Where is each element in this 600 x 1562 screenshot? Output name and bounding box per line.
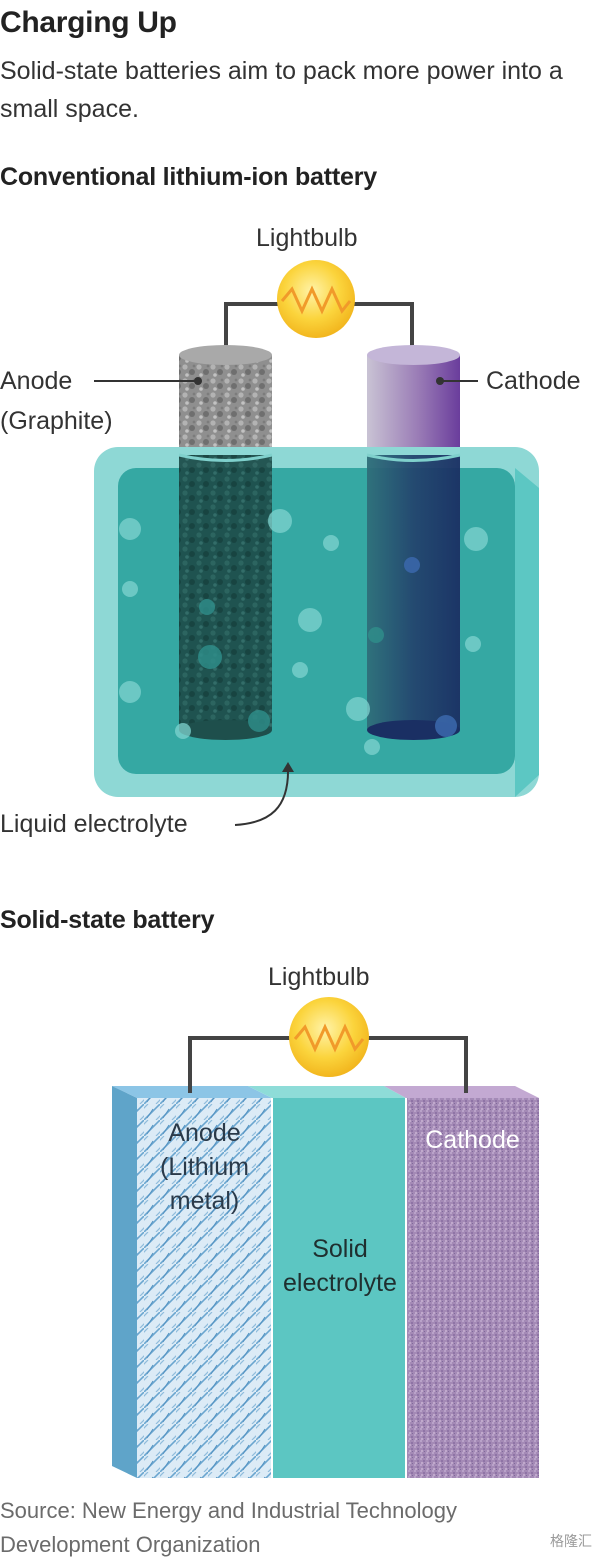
solid-electrolyte-label: Solid electrolyte bbox=[262, 1232, 418, 1300]
source-note: Source: New Energy and Industrial Techno… bbox=[0, 1498, 457, 1557]
bubbles bbox=[119, 509, 488, 755]
liquid-electrolyte-label: Liquid electrolyte bbox=[0, 810, 188, 838]
anode-graphite-rod bbox=[179, 345, 272, 455]
battery-side-face bbox=[112, 1086, 137, 1478]
cathode-layer bbox=[406, 1098, 539, 1478]
anode-label-line: metal) bbox=[169, 1187, 240, 1215]
solid-electrolyte-layer bbox=[272, 1098, 406, 1478]
lightbulb-label: Lightbulb bbox=[256, 224, 358, 252]
lightbulb-icon bbox=[277, 260, 355, 338]
page-subtitle: Solid-state batteries aim to pack more p… bbox=[0, 57, 563, 123]
conventional-heading: Conventional lithium-ion battery bbox=[0, 163, 377, 191]
lightbulb-icon bbox=[289, 997, 369, 1077]
cathode-rod bbox=[367, 345, 460, 455]
anode-label: Anode bbox=[0, 367, 73, 395]
solid-state-heading: Solid-state battery bbox=[0, 906, 215, 934]
lightbulb-label: Lightbulb bbox=[268, 963, 370, 991]
anode-label-line: (Lithium bbox=[160, 1153, 249, 1181]
solid-electrolyte-label-line: Solid bbox=[312, 1235, 368, 1263]
page-title: Charging Up bbox=[0, 6, 177, 39]
electrolyte-leader-line bbox=[234, 767, 290, 826]
anode-lithium-layer bbox=[137, 1098, 272, 1478]
anode-label-line: Anode bbox=[168, 1119, 241, 1147]
solid-electrolyte-label-line: electrolyte bbox=[283, 1269, 397, 1297]
anode-label: Anode (Lithium metal) bbox=[137, 1116, 272, 1218]
cathode-label: Cathode bbox=[425, 1126, 520, 1154]
cathode-label: Cathode bbox=[486, 367, 581, 395]
conventional-battery-diagram bbox=[94, 260, 539, 826]
anode-material-label: (Graphite) bbox=[0, 407, 113, 435]
watermark: 格隆汇 bbox=[550, 1533, 592, 1549]
solid-state-battery-diagram bbox=[112, 997, 539, 1478]
